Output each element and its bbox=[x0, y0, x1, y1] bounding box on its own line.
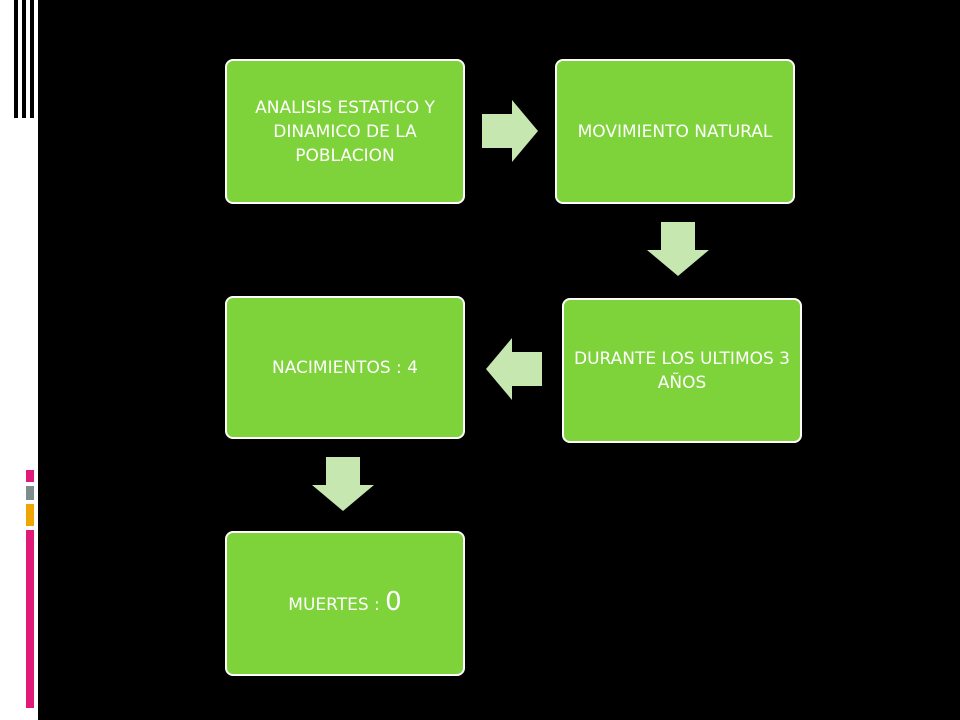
muertes-value: 0 bbox=[385, 587, 402, 617]
decor-line-top bbox=[22, 0, 26, 118]
arrow-down-icon bbox=[312, 457, 374, 511]
node-nacimientos: NACIMIENTOS : 4 bbox=[225, 296, 465, 439]
node-analisis-text: ANALISIS ESTATICO Y DINAMICO DE LA POBLA… bbox=[255, 97, 435, 166]
slide-canvas: ANALISIS ESTATICO Y DINAMICO DE LA POBLA… bbox=[38, 0, 960, 720]
arrow-left-icon bbox=[486, 338, 542, 400]
nacimientos-label: NACIMIENTOS : bbox=[272, 357, 408, 378]
node-muertes: MUERTES : 0 bbox=[225, 531, 465, 676]
accent-bar-gold bbox=[26, 504, 34, 526]
decor-line-top bbox=[14, 0, 18, 118]
node-durante-text: DURANTE LOS ULTIMOS 3 AÑOS bbox=[574, 348, 791, 393]
slide-sidebar bbox=[0, 0, 38, 720]
muertes-label: MUERTES : bbox=[288, 595, 386, 615]
node-nacimientos-text: NACIMIENTOS : 4 bbox=[272, 356, 418, 380]
node-movimiento: MOVIMIENTO NATURAL bbox=[555, 59, 795, 204]
node-muertes-text: MUERTES : 0 bbox=[288, 587, 402, 617]
arrow-right-icon bbox=[482, 100, 538, 162]
nacimientos-value: 4 bbox=[407, 357, 418, 378]
decor-line-top bbox=[30, 0, 34, 118]
accent-bar-magenta-long bbox=[26, 530, 34, 708]
node-analisis: ANALISIS ESTATICO Y DINAMICO DE LA POBLA… bbox=[225, 59, 465, 204]
node-movimiento-text: MOVIMIENTO NATURAL bbox=[577, 121, 773, 142]
accent-bar-magenta bbox=[26, 470, 34, 482]
accent-bar-gray bbox=[26, 486, 34, 500]
node-durante: DURANTE LOS ULTIMOS 3 AÑOS bbox=[562, 298, 802, 443]
arrow-down-icon bbox=[647, 222, 709, 276]
